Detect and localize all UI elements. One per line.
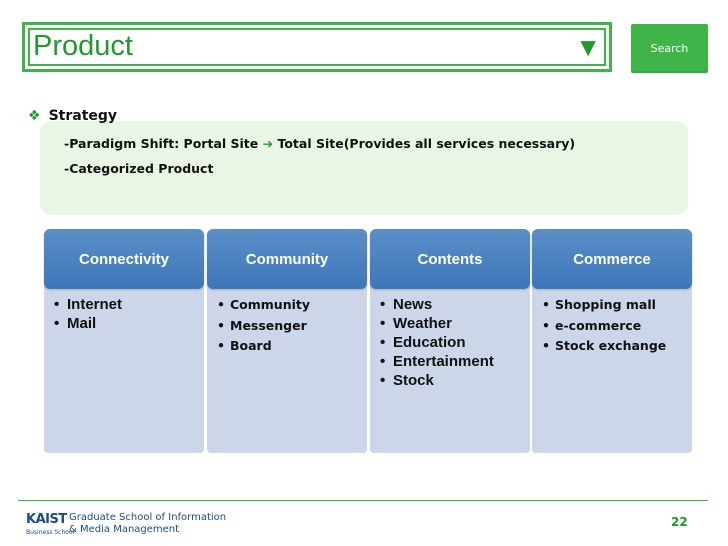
list-item: e-commerce [542,316,692,337]
list-item: Internet [54,295,204,314]
right-arrow-icon: ➔ [262,136,274,151]
list-item: Shopping mall [542,295,692,316]
column-community: Community Community Messenger Board [207,229,367,453]
list-item: Education [380,333,530,352]
list-item: News [380,295,530,314]
list-item: Messenger [217,316,367,337]
column-contents: Contents News Weather Education Entertai… [370,229,530,453]
page-number: 22 [671,515,688,529]
footer-divider [18,500,708,501]
column-header-commerce: Commerce [532,229,692,289]
kaist-logo: KAIST Business School [26,512,74,536]
title-bar-inner-border [28,28,606,66]
strategy-line-1-suffix: Total Site(Provides all services necessa… [277,136,576,151]
school-name: Graduate School of Information & Media M… [69,512,226,536]
column-body-community: Community Messenger Board [207,285,367,453]
strategy-heading: ❖ Strategy [28,108,117,124]
list-item: Weather [380,314,530,333]
list-item: Mail [54,314,204,333]
column-connectivity: Connectivity Internet Mail [44,229,204,453]
strategy-line-2: -Categorized Product [64,161,214,176]
page-title: Product [33,30,133,62]
list-item: Stock [380,371,530,390]
list-item: Entertainment [380,352,530,371]
strategy-line-1-prefix: -Paradigm Shift: Portal Site [64,136,259,151]
column-body-commerce: Shopping mall e-commerce Stock exchange [532,285,692,453]
column-header-connectivity: Connectivity [44,229,204,289]
school-name-line-2: & Media Management [69,524,180,535]
strategy-line-1: -Paradigm Shift: Portal Site ➔ Total Sit… [64,136,575,151]
column-body-connectivity: Internet Mail [44,285,204,453]
list-item: Board [217,336,367,357]
column-header-contents: Contents [370,229,530,289]
strategy-heading-text: Strategy [48,108,118,124]
title-bar: Product ▼ [22,22,612,72]
list-item: Community [217,295,367,316]
diamond-bullet-icon: ❖ [28,108,41,124]
search-button[interactable]: Search [631,24,708,73]
school-name-line-1: Graduate School of Information [69,512,227,523]
column-commerce: Commerce Shopping mall e-commerce Stock … [532,229,692,453]
dropdown-arrow-icon[interactable]: ▼ [575,32,601,62]
column-body-contents: News Weather Education Entertainment Sto… [370,285,530,453]
logo-sub-text: Business School [26,529,75,536]
column-header-community: Community [207,229,367,289]
strategy-box [40,121,688,215]
logo-main-text: KAIST [26,512,67,527]
list-item: Stock exchange [542,336,692,357]
